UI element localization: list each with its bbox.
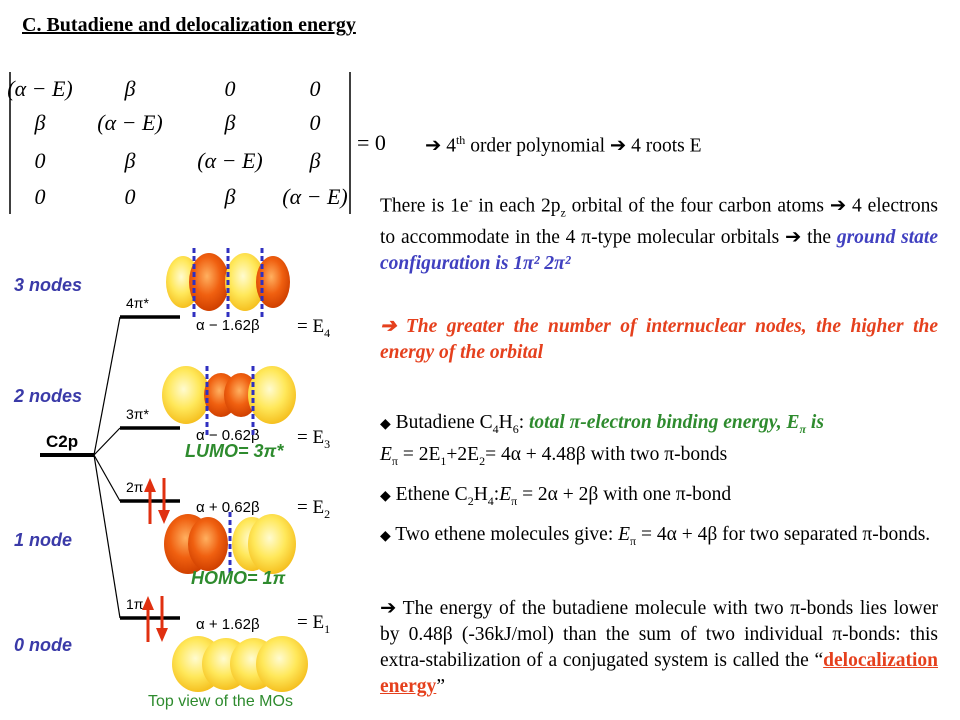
c2p-label: C2p (46, 432, 78, 451)
diamond-bullet-icon: ◆ (380, 529, 391, 544)
arrow-icon: ➔ (380, 598, 397, 619)
level-name-1pi: 1π (126, 596, 144, 612)
level-name-4pi-star: 4π* (126, 295, 149, 311)
node-label-2: 2 nodes (14, 386, 83, 406)
energy-label-e1: = E1 (297, 612, 331, 636)
electron-pair-1pi (142, 596, 168, 642)
arrow-icon: ➔ (380, 316, 397, 337)
diagram-caption: Top view of the MOs (148, 693, 293, 710)
paragraph-delocalization: ➔ The energy of the butadiene molecule w… (380, 598, 938, 697)
secular-determinant: (α − E) β 0 0 β (α − E) β 0 0 β (α − E) β 0 0 β (α − E)… (7, 72, 386, 214)
level-energy-3pi-star: α − 0.62β (196, 427, 260, 444)
energy-label-e4: = E4 (297, 316, 331, 340)
determinant-rhs: = 0 (357, 130, 386, 155)
arrow-icon: ➔ (829, 195, 847, 217)
determinant-cell: β (34, 110, 46, 135)
delocalization-energy-term: delocalization energy (380, 650, 938, 697)
paragraph-butadiene: ◆ Butadiene C4H6: total π-electron bindi… (380, 412, 824, 468)
determinant-cell: β (124, 148, 136, 173)
arrow-icon: ➔ (785, 227, 802, 249)
determinant-cell: β (124, 76, 136, 101)
electron-pair-2pi (144, 478, 170, 524)
paragraph-electrons: There is 1e- in each 2pz orbital of the … (380, 193, 938, 275)
lumo-label: LUMO= 3π* (185, 441, 284, 461)
determinant-cell: β (309, 148, 321, 173)
determinant-cell: 0 (310, 76, 321, 101)
arrow-icon: ➔ (425, 135, 442, 157)
polynomial-line: ➔ 4th order polynomial ➔ 4 roots E (425, 133, 702, 157)
node-label-3: 3 nodes (14, 275, 83, 295)
mo-energy-diagram: C2p 4π* α − 1.62β 3π* α − 0.62β 2π α + 0… (40, 248, 308, 692)
paragraph-nodes: ➔ The greater the number of internuclear… (380, 316, 938, 363)
page-title: C. Butadiene and delocalization energy (22, 14, 356, 36)
mo-1pi-image (172, 636, 308, 692)
energy-label-e3: = E3 (297, 427, 331, 451)
level-name-3pi-star: 3π* (126, 406, 149, 422)
diamond-bullet-icon: ◆ (380, 417, 391, 432)
arrow-icon: ➔ (609, 135, 627, 157)
homo-label: HOMO= 1π (191, 568, 286, 588)
level-energy-4pi-star: α − 1.62β (196, 317, 260, 334)
determinant-cell: β (224, 184, 236, 209)
determinant-cell: (α − E) (282, 184, 347, 209)
determinant-cell: (α − E) (7, 76, 72, 101)
mo-2pi-image (164, 512, 296, 576)
mo-4pi-star-image (166, 248, 290, 320)
diamond-bullet-icon: ◆ (380, 489, 391, 504)
determinant-cell: (α − E) (197, 148, 262, 173)
node-label-1: 1 node (14, 530, 73, 550)
paragraph-two-ethene: ◆ Two ethene molecules give: Eπ = 4α + 4… (380, 524, 931, 548)
level-energy-2pi: α + 0.62β (196, 499, 260, 516)
determinant-cell: 0 (35, 148, 46, 173)
paragraph-ethene: ◆ Ethene C2H4:Eπ = 2α + 2β with one π-bo… (380, 484, 732, 508)
determinant-cell: (α − E) (97, 110, 162, 135)
determinant-cell: 0 (125, 184, 136, 209)
determinant-cell: β (224, 110, 236, 135)
determinant-cell: 0 (35, 184, 46, 209)
mo-3pi-star-image (162, 366, 296, 438)
level-name-2pi: 2π (126, 479, 144, 495)
node-label-0: 0 node (14, 635, 73, 655)
determinant-cell: 0 (310, 110, 321, 135)
determinant-cell: 0 (225, 76, 236, 101)
energy-label-e2: = E2 (297, 497, 331, 521)
level-energy-1pi: α + 1.62β (196, 616, 260, 633)
